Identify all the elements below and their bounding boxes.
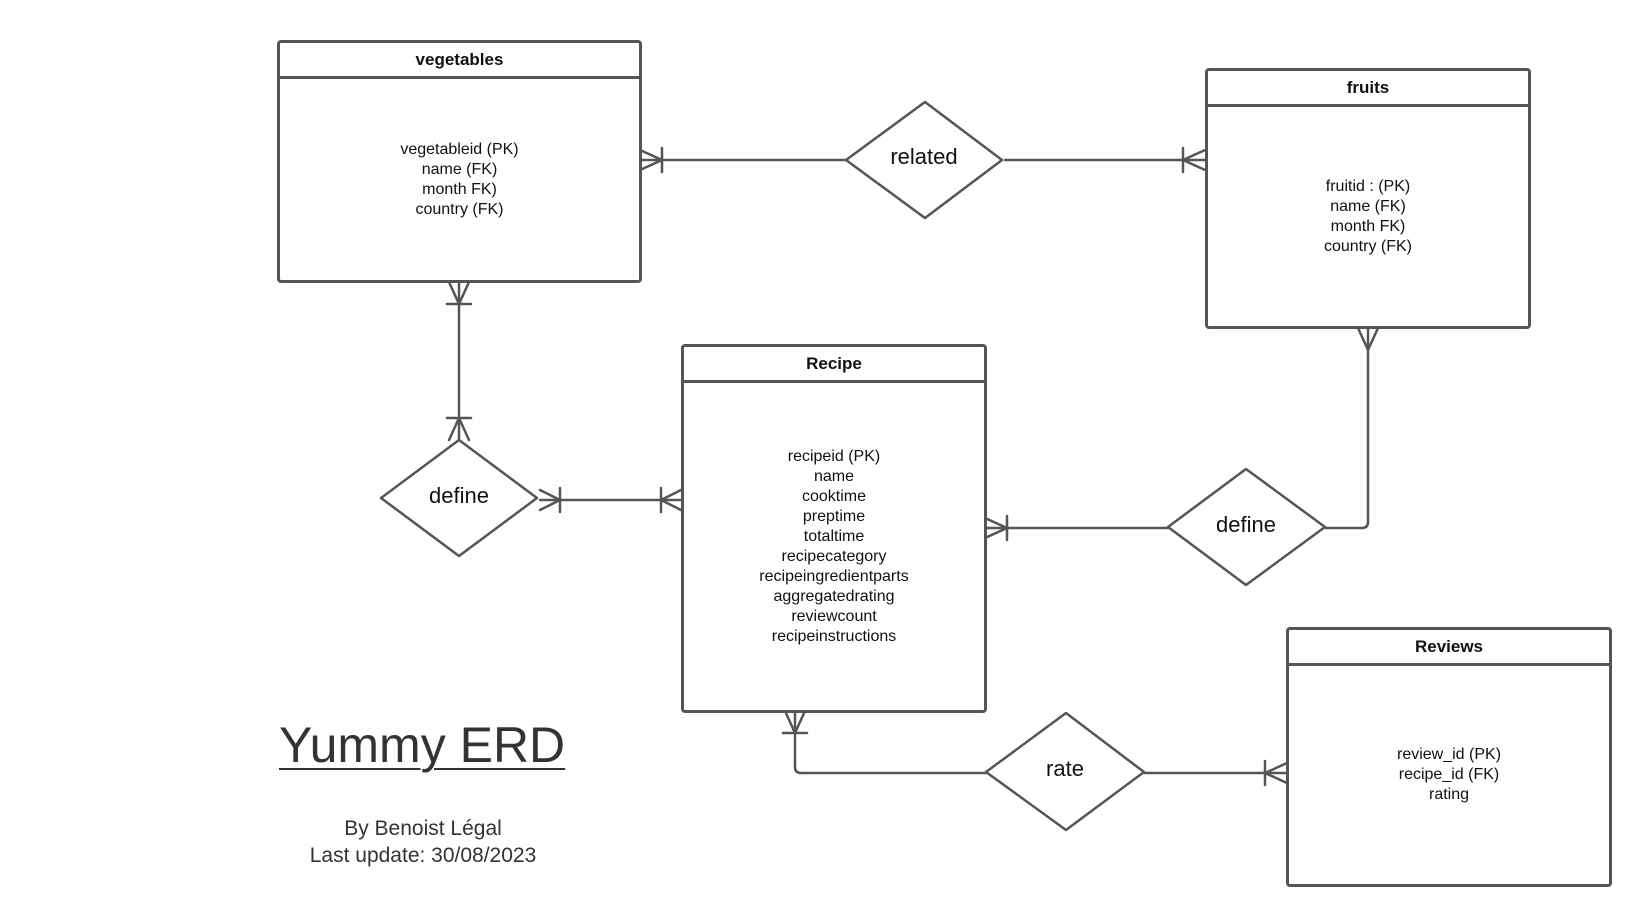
relationship-related-label[interactable]: related [890, 144, 958, 169]
crowfoot-vegetables-related [638, 146, 664, 174]
entity-reviews-title: Reviews [1289, 630, 1609, 666]
attribute: recipecategory [781, 547, 887, 565]
attribute: recipe_id (FK) [1398, 766, 1500, 783]
relationship-rate-label[interactable]: rate [1046, 756, 1084, 781]
crowfoot-recipe-left [659, 486, 683, 514]
entity-recipe-title: Recipe [684, 347, 984, 383]
connector-define-fruits [1324, 326, 1370, 530]
crowfoot-vegetables-define-top [445, 280, 473, 306]
attribute: name (FK) [421, 160, 498, 178]
attribute: cooktime [801, 487, 867, 505]
entity-reviews-attributes: review_id (PK) recipe_id (FK) rating [1289, 666, 1609, 884]
crowfoot-recipe-bottom [781, 709, 809, 735]
entity-fruits-title: fruits [1208, 71, 1528, 107]
entity-vegetables[interactable]: vegetables vegetableid (PK) name (FK) mo… [277, 40, 642, 283]
relationship-define-vegetables-shape [379, 438, 539, 558]
entity-reviews[interactable]: Reviews review_id (PK) recipe_id (FK) ra… [1286, 627, 1612, 887]
relationship-define-fruits-shape [1166, 467, 1327, 587]
attribute: fruitid : (PK) [1325, 177, 1411, 195]
crowfoot-reviews-left [1263, 759, 1289, 787]
author-text: By Benoist Légal [344, 817, 502, 840]
connector-recipe-rate [793, 709, 988, 775]
attribute: recipeinstructions [771, 627, 897, 645]
attribute: recipeid (PK) [787, 447, 881, 465]
attribute: totaltime [803, 527, 865, 545]
attribute: country (FK) [1323, 237, 1412, 255]
diagram-title: Yummy ERD [279, 717, 566, 773]
attribute: recipeingredientparts [759, 567, 909, 585]
attribute: review_id (PK) [1396, 746, 1502, 763]
crowfoot-fruits-related [1181, 146, 1207, 174]
crowfoot-vegetables-define-bottom [445, 416, 473, 442]
attribute: country (FK) [415, 200, 504, 218]
attribute: month FK) [422, 180, 497, 198]
attribute: aggregatedrating [773, 587, 895, 605]
attribute: preptime [802, 507, 866, 525]
entity-recipe-attributes: recipeid (PK) name cooktime preptime tot… [684, 383, 984, 710]
entity-vegetables-title: vegetables [280, 43, 639, 79]
attribute: reviewcount [791, 607, 877, 625]
last-update-text: Last update: 30/08/2023 [309, 844, 537, 867]
attribute: month FK) [1330, 217, 1406, 235]
attribute: rating [1428, 786, 1470, 803]
relationship-related-shape [844, 100, 1004, 220]
relationship-define-fruits-label[interactable]: define [1216, 512, 1276, 537]
relationship-define-vegetables-label[interactable]: define [429, 483, 489, 508]
diagram-byline: By Benoist Légal Last update: 30/08/2023 [258, 815, 588, 869]
crowfoot-fruits-bottom [1356, 326, 1380, 352]
attribute: vegetableid (PK) [400, 140, 519, 158]
entity-vegetables-attributes: vegetableid (PK) name (FK) month FK) cou… [280, 79, 639, 280]
entity-recipe[interactable]: Recipe recipeid (PK) name cooktime prept… [681, 344, 987, 713]
crowfoot-define-left [538, 486, 562, 514]
relationship-rate-shape [984, 711, 1146, 832]
entity-fruits-attributes: fruitid : (PK) name (FK) month FK) count… [1208, 107, 1528, 326]
entity-fruits[interactable]: fruits fruitid : (PK) name (FK) month FK… [1205, 68, 1531, 329]
crowfoot-recipe-right [983, 514, 1009, 542]
attribute: name [813, 467, 855, 485]
attribute: name (FK) [1330, 197, 1406, 215]
